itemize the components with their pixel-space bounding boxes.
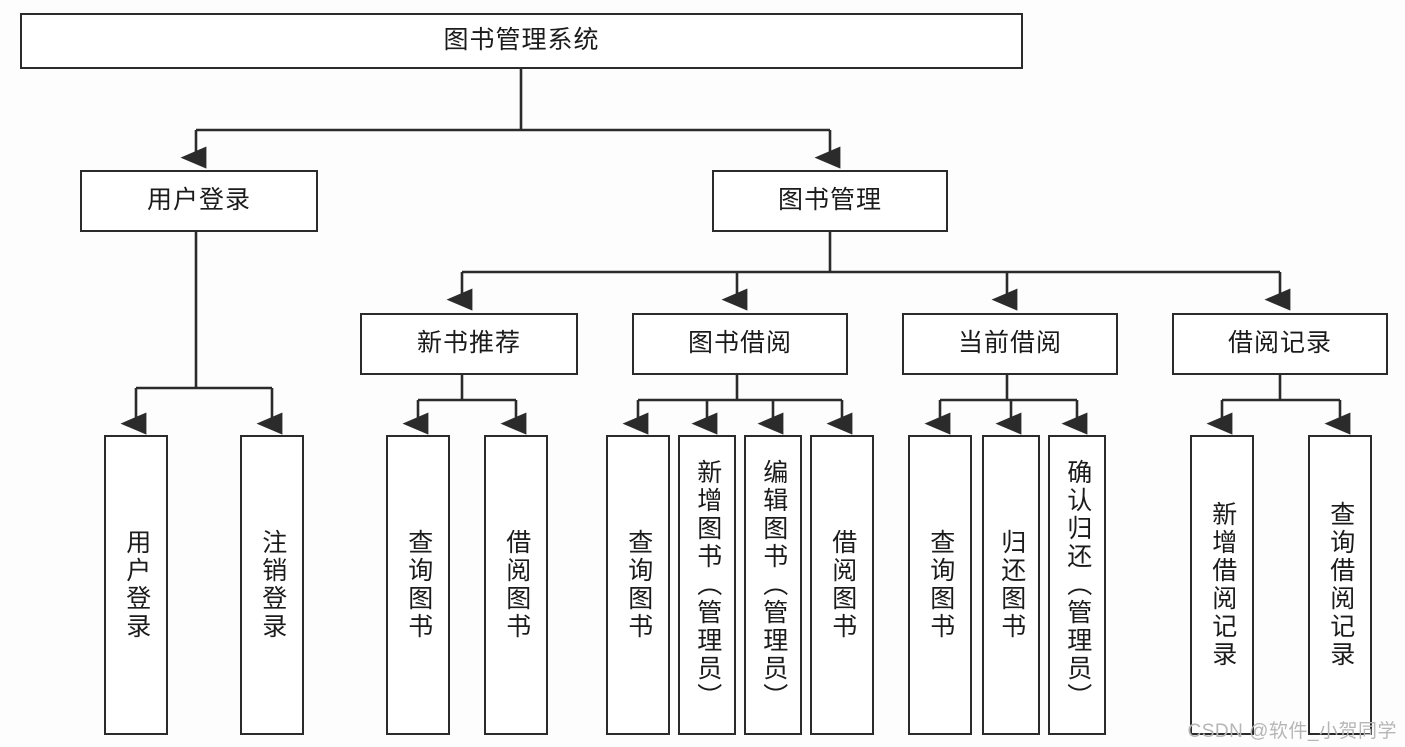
leaf-return-books-label: 归还图书 (997, 529, 1026, 641)
leaf-edit-book-admin[interactable]: 编辑图书（管理员） (744, 435, 802, 735)
node-user-login-label: 用户登录 (146, 186, 251, 215)
node-borrow-records[interactable]: 借阅记录 (1172, 313, 1388, 375)
node-book-borrow-label: 图书借阅 (687, 329, 792, 358)
node-borrow-records-label: 借阅记录 (1227, 329, 1332, 358)
leaf-query-borrow-record[interactable]: 查询借阅记录 (1308, 435, 1372, 735)
leaf-confirm-return-admin[interactable]: 确认归还（管理员） (1048, 435, 1106, 735)
leaf-query-books-borrow-label: 查询图书 (624, 529, 653, 641)
leaf-add-borrow-record-label: 新增借阅记录 (1208, 501, 1237, 669)
node-book-management[interactable]: 图书管理 (712, 170, 948, 232)
node-book-management-label: 图书管理 (777, 186, 882, 215)
node-user-login[interactable]: 用户登录 (80, 170, 318, 232)
leaf-borrow-books-recommend[interactable]: 借阅图书 (484, 435, 548, 735)
leaf-confirm-return-admin-label: 确认归还（管理员） (1063, 459, 1092, 711)
leaf-logout[interactable]: 注销登录 (240, 435, 304, 735)
leaf-logout-label: 注销登录 (258, 529, 287, 641)
leaf-query-books-borrow[interactable]: 查询图书 (606, 435, 670, 735)
watermark: CSDN @软件_小贺同学 (1187, 721, 1397, 742)
node-current-borrow[interactable]: 当前借阅 (902, 313, 1118, 375)
leaf-edit-book-admin-label: 编辑图书（管理员） (759, 459, 788, 711)
leaf-add-book-admin[interactable]: 新增图书（管理员） (678, 435, 736, 735)
leaf-query-books-recommend-label: 查询图书 (404, 529, 433, 641)
leaf-query-books-current[interactable]: 查询图书 (908, 435, 972, 735)
leaf-query-books-recommend[interactable]: 查询图书 (386, 435, 450, 735)
node-current-borrow-label: 当前借阅 (957, 329, 1062, 358)
leaf-borrow-books-recommend-label: 借阅图书 (502, 529, 531, 641)
leaf-user-login-label: 用户登录 (122, 529, 151, 641)
leaf-query-books-current-label: 查询图书 (926, 529, 955, 641)
leaf-borrow-books[interactable]: 借阅图书 (810, 435, 874, 735)
node-new-book-recommend-label: 新书推荐 (416, 329, 521, 358)
leaf-borrow-books-label: 借阅图书 (828, 529, 857, 641)
leaf-query-borrow-record-label: 查询借阅记录 (1326, 501, 1355, 669)
leaf-user-login[interactable]: 用户登录 (104, 435, 168, 735)
leaf-return-books[interactable]: 归还图书 (982, 435, 1040, 735)
node-book-borrow[interactable]: 图书借阅 (632, 313, 848, 375)
node-root[interactable]: 图书管理系统 (20, 13, 1023, 69)
node-root-label: 图书管理系统 (443, 26, 600, 55)
leaf-add-book-admin-label: 新增图书（管理员） (693, 459, 722, 711)
node-new-book-recommend[interactable]: 新书推荐 (360, 313, 578, 375)
leaf-add-borrow-record[interactable]: 新增借阅记录 (1190, 435, 1254, 735)
